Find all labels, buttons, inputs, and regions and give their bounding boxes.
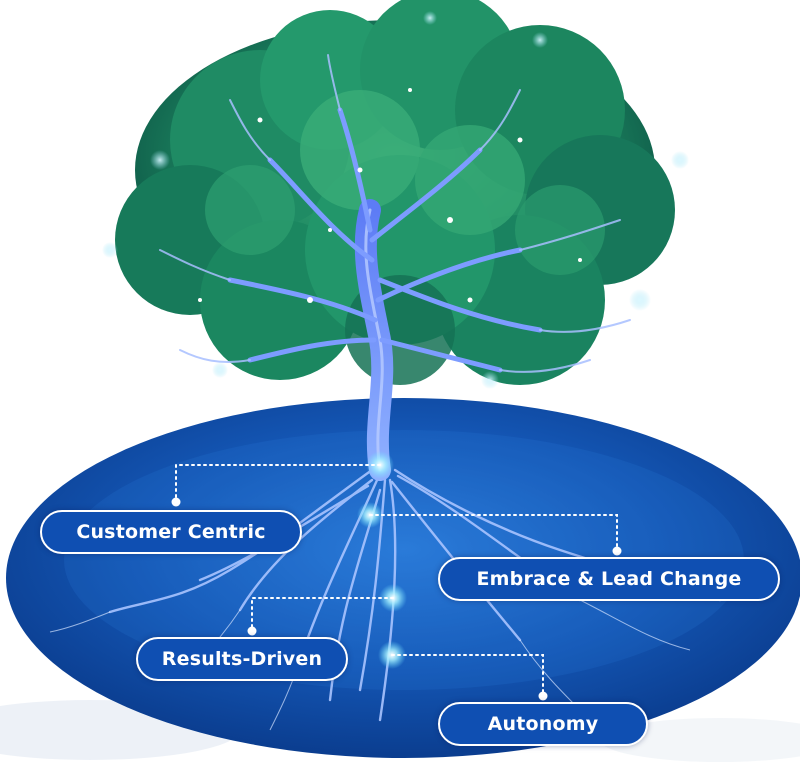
connector-customer-centric <box>175 464 381 501</box>
label-autonomy: Autonomy <box>438 702 648 746</box>
connector-results-driven <box>251 597 394 630</box>
ground-highlight <box>64 430 744 690</box>
sparkles <box>102 11 689 389</box>
tree-twigs <box>159 54 631 373</box>
tree-canopy <box>115 0 675 385</box>
tree-trunk <box>354 199 394 481</box>
connectors <box>175 464 618 695</box>
tree-branches <box>227 107 543 373</box>
connector-autonomy <box>391 654 544 695</box>
label-customer-centric: Customer Centric <box>40 510 302 554</box>
label-embrace-lead-change: Embrace & Lead Change <box>438 557 780 601</box>
mist-right <box>600 718 800 762</box>
connector-embrace-lead-change <box>369 514 618 550</box>
label-results-driven: Results-Driven <box>136 637 348 681</box>
connector-endpoints <box>171 497 622 701</box>
